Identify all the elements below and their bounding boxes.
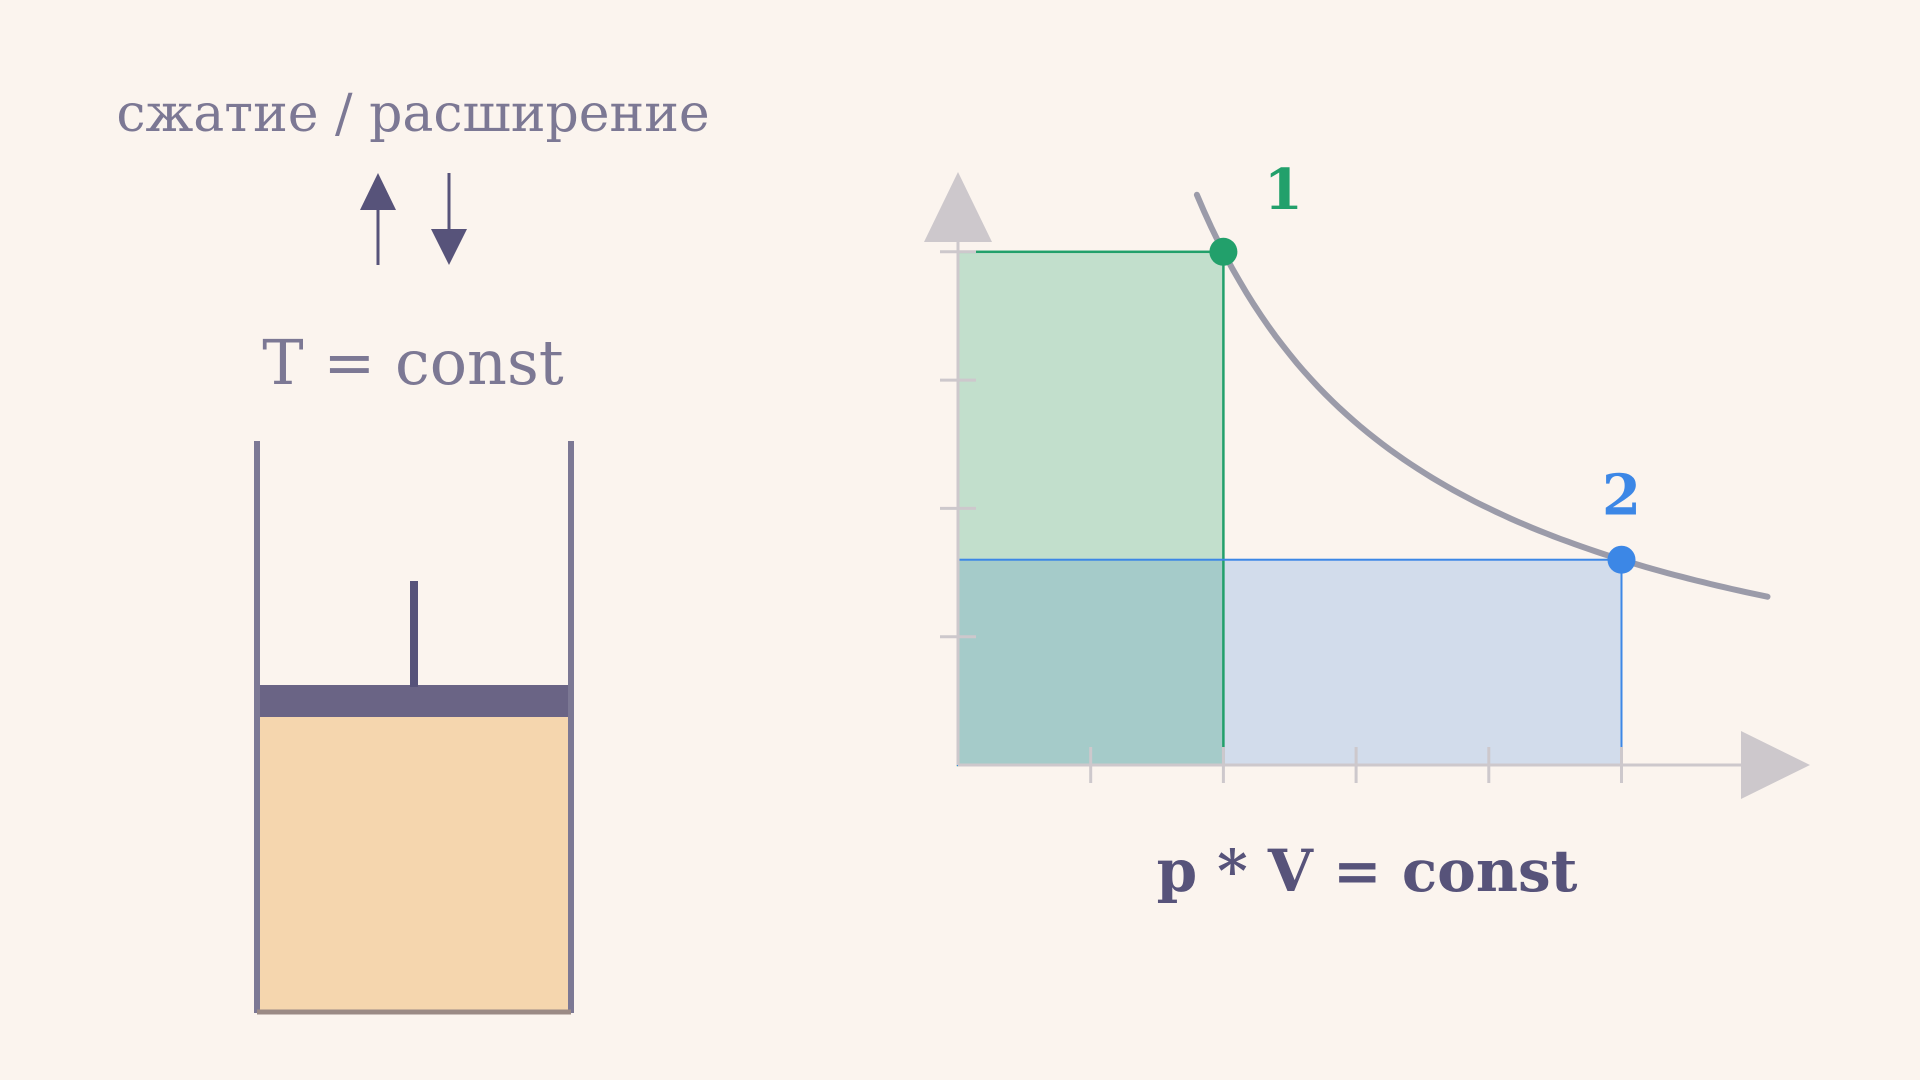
state-2-point [1607, 545, 1636, 574]
gas-volume [257, 715, 570, 1011]
cylinder [254, 441, 574, 1015]
pv-chart: 1 2 [924, 157, 1810, 799]
overlap-area [958, 559, 1224, 765]
isotherm-curve [1193, 191, 1771, 600]
arrow-down-icon [431, 173, 467, 265]
piston-rod [410, 581, 418, 687]
v-axis-arrowhead [1741, 731, 1810, 799]
isothermal-condition: T = const [262, 326, 564, 399]
arrow-up-icon [360, 173, 396, 265]
p-axis-ticks [940, 250, 976, 639]
ideal-gas-law-formula: p * V = const [1157, 837, 1578, 905]
state-1-point [1209, 237, 1238, 266]
process-heading: сжатие / расширение [116, 84, 709, 144]
v-axis-ticks [1089, 747, 1623, 783]
p-axis-arrowhead [924, 172, 992, 242]
state-1-label: 1 [1264, 157, 1303, 223]
state-2-label: 2 [1602, 463, 1641, 529]
piston-head [257, 685, 570, 717]
